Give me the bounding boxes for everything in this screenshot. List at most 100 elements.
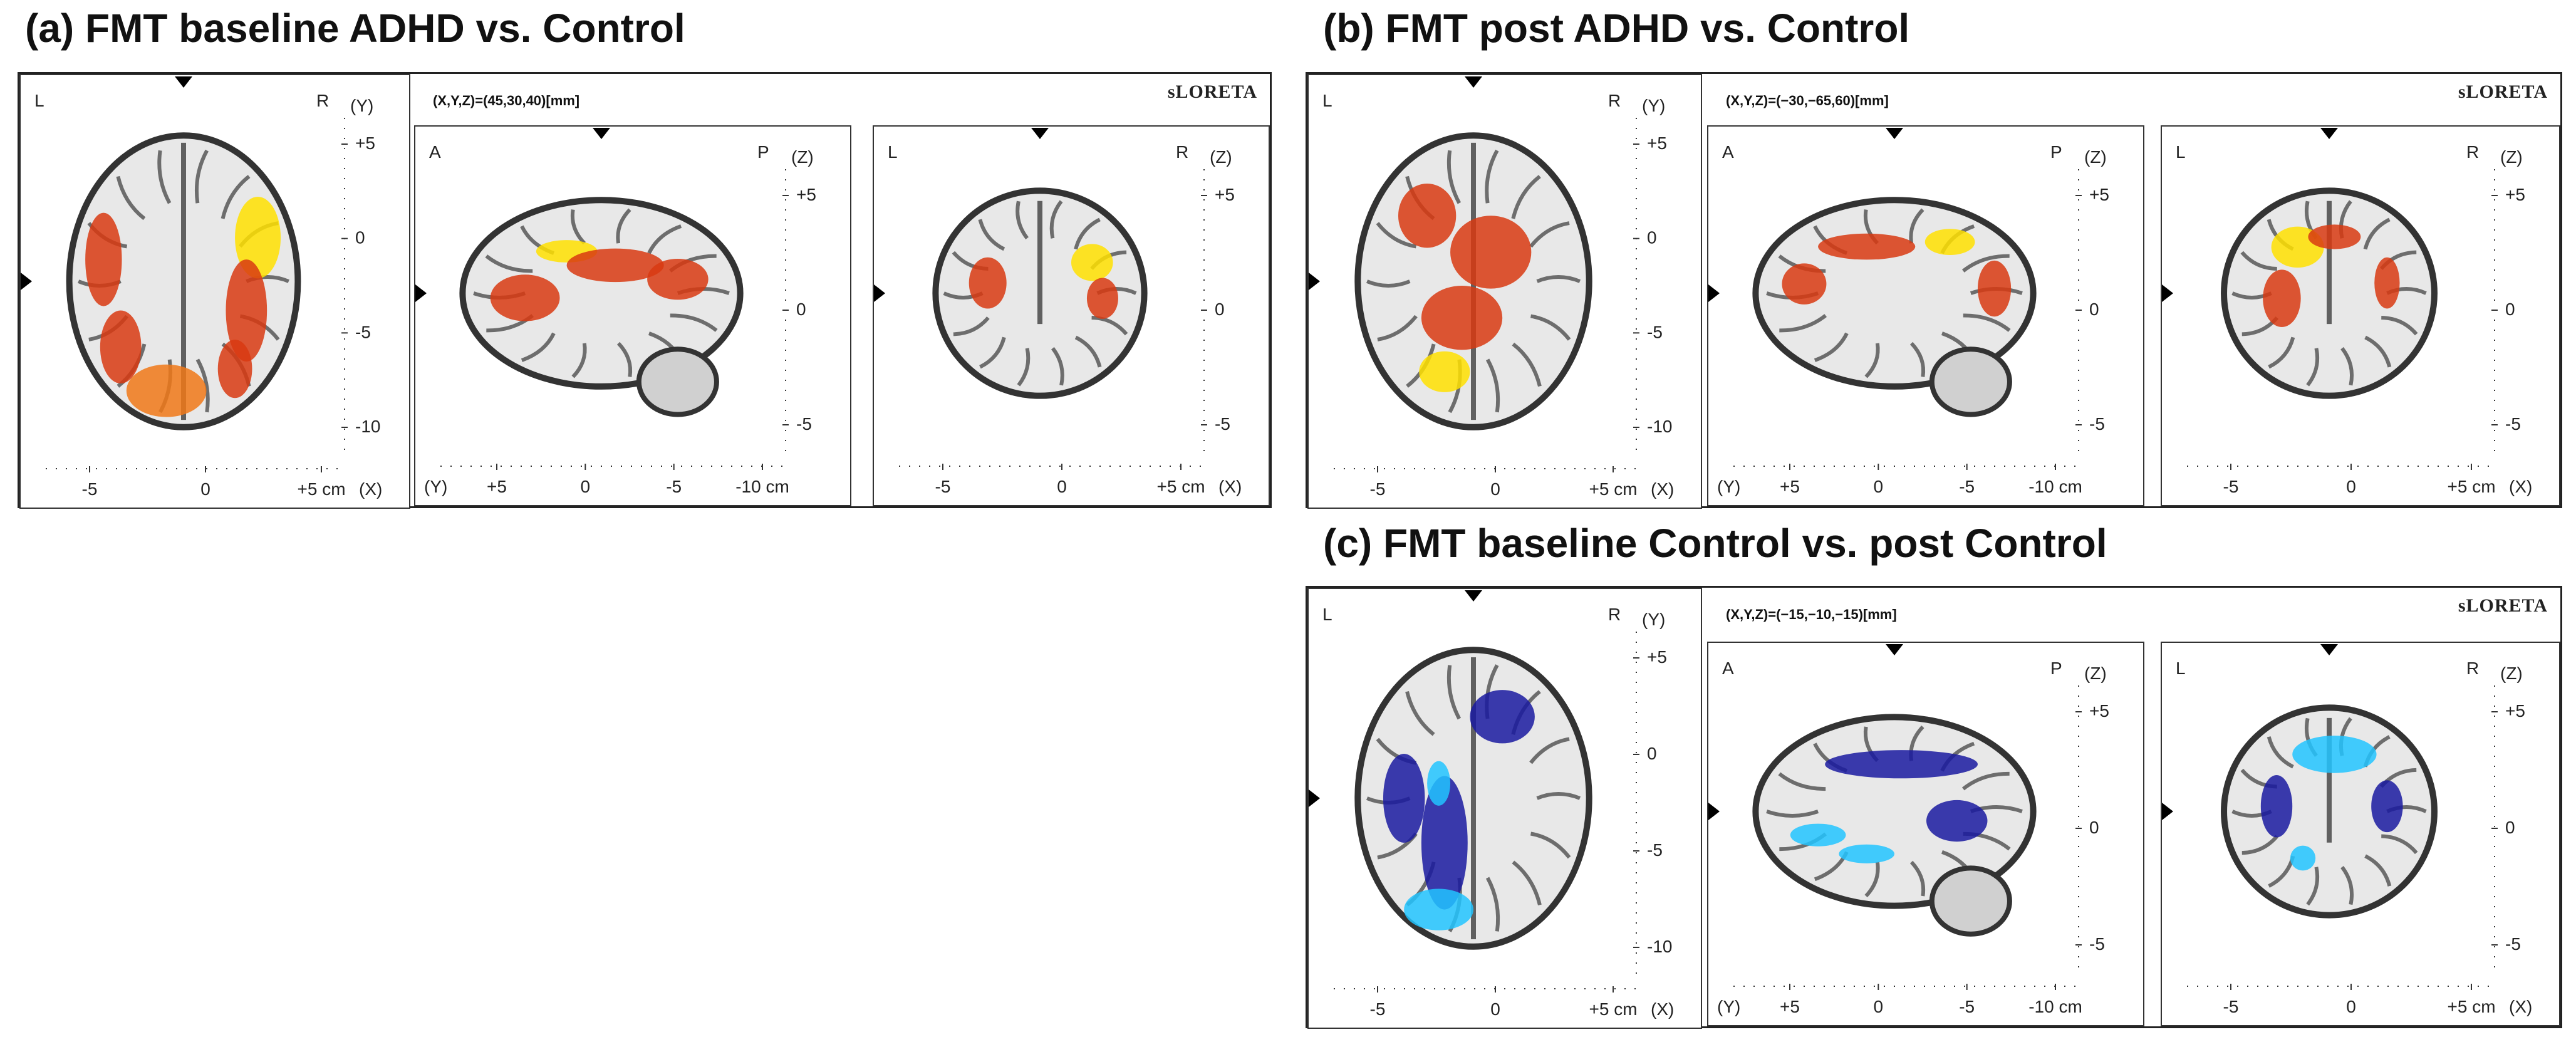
slice-cursor-left[interactable] xyxy=(1309,789,1320,807)
activation-blob-4 xyxy=(1427,761,1451,806)
slice-cursor-top[interactable] xyxy=(1886,644,1903,655)
slice-cursor-top[interactable] xyxy=(1886,128,1903,139)
orientation-label-right: R xyxy=(316,91,329,110)
horizontal-axis-label: (X) xyxy=(2509,477,2532,496)
orientation-label-left: L xyxy=(1322,91,1332,110)
cerebellum xyxy=(1929,346,2012,417)
vertical-tick-label: -5 xyxy=(355,322,371,341)
orientation-label-left: L xyxy=(2176,142,2186,162)
slice-cursor-left[interactable] xyxy=(2162,803,2173,820)
horizontal-tick-label: 0 xyxy=(1874,477,1884,496)
slice-cursor-left[interactable] xyxy=(1708,284,1720,302)
slice-cursor-left[interactable] xyxy=(1309,273,1320,290)
activation-blob-3 xyxy=(2371,780,2403,833)
horizontal-axis-label: (X) xyxy=(2509,997,2532,1016)
slice-cursor-top[interactable] xyxy=(2320,644,2338,655)
horizontal-axis-label: (Y) xyxy=(1717,477,1740,496)
activation-blob-2 xyxy=(1926,800,1988,842)
horizontal-tick-label: +5 cm xyxy=(1156,477,1205,496)
horizontal-tick-label: 0 xyxy=(1057,477,1067,496)
vertical-tick-label: -5 xyxy=(2089,934,2105,954)
vertical-tick-label: -10 xyxy=(355,417,380,436)
orientation-label-left: L xyxy=(1322,605,1332,624)
orientation-label-left: L xyxy=(34,91,44,110)
activation-blob-3 xyxy=(1782,263,1827,305)
vertical-tick-label: 0 xyxy=(1647,228,1657,247)
vertical-tick-label: 0 xyxy=(2505,300,2515,319)
panel-b-brand: sLORETA xyxy=(2458,81,2548,102)
orientation-label-right: P xyxy=(2050,142,2062,162)
horizontal-tick-label: +5 cm xyxy=(297,479,345,499)
horizontal-axis-label: (X) xyxy=(1218,477,1242,496)
vertical-tick-label: 0 xyxy=(2089,818,2099,837)
horizontal-tick-label: -5 xyxy=(2223,997,2239,1016)
vertical-tick-label: -10 xyxy=(1647,937,1672,956)
slice-cursor-left[interactable] xyxy=(21,273,32,290)
activation-blob-0 xyxy=(85,212,122,306)
slice-cursor-top[interactable] xyxy=(175,76,192,88)
slice-cursor-top[interactable] xyxy=(1465,590,1482,602)
orientation-label-right: R xyxy=(2466,659,2479,678)
slice-cursor-top[interactable] xyxy=(593,128,610,139)
vertical-tick-label: -5 xyxy=(1215,414,1230,434)
horizontal-tick-label: +5 xyxy=(1780,477,1800,496)
activation-blob-1 xyxy=(1818,233,1916,260)
vertical-axis-label: (Z) xyxy=(2084,664,2107,683)
vertical-axis-label: (Y) xyxy=(350,96,373,115)
horizontal-tick-label: 0 xyxy=(1490,479,1500,499)
slice-cursor-left[interactable] xyxy=(874,284,885,302)
horizontal-axis-label: (Y) xyxy=(1717,997,1740,1016)
orientation-label-right: R xyxy=(1608,605,1621,624)
horizontal-tick-label: -5 xyxy=(1370,999,1386,1019)
activation-blob-1 xyxy=(1398,184,1457,248)
slice-cursor-top[interactable] xyxy=(1465,76,1482,88)
vertical-axis-label: (Y) xyxy=(1642,610,1665,629)
horizontal-tick-label: 0 xyxy=(200,479,210,499)
panel-c-title: (c) FMT baseline Control vs. post Contro… xyxy=(1323,521,2107,566)
activation-blob-1 xyxy=(2308,224,2361,249)
horizontal-tick-label: -10 cm xyxy=(2028,477,2082,496)
activation-blob-2 xyxy=(226,259,267,362)
slice-cursor-left[interactable] xyxy=(415,284,427,302)
slice-cursor-top[interactable] xyxy=(2320,128,2338,139)
vertical-tick-label: +5 xyxy=(2505,701,2525,721)
orientation-label-left: A xyxy=(1722,142,1734,162)
activation-blob-5 xyxy=(217,340,252,399)
orientation-label-left: L xyxy=(888,142,898,162)
horizontal-tick-label: -5 xyxy=(666,477,682,496)
vertical-axis-label: (Z) xyxy=(2084,147,2107,167)
horizontal-tick-label: -5 xyxy=(1959,477,1975,496)
vertical-tick-label: 0 xyxy=(2089,300,2099,319)
activation-blob-0 xyxy=(1071,244,1113,281)
activation-blob-1 xyxy=(235,196,281,279)
orientation-label-right: R xyxy=(1176,142,1188,162)
slice-cursor-left[interactable] xyxy=(2162,284,2173,302)
slice-cursor-top[interactable] xyxy=(1031,128,1049,139)
slice-cursor-left[interactable] xyxy=(1708,803,1720,820)
horizontal-tick-label: +5 cm xyxy=(2447,997,2495,1016)
horizontal-axis-label: (X) xyxy=(1651,999,1674,1019)
vertical-tick-label: +5 xyxy=(2505,185,2525,204)
activation-blob-4 xyxy=(100,310,142,383)
activation-blob-0 xyxy=(1419,351,1470,392)
horizontal-tick-label: 0 xyxy=(581,477,591,496)
